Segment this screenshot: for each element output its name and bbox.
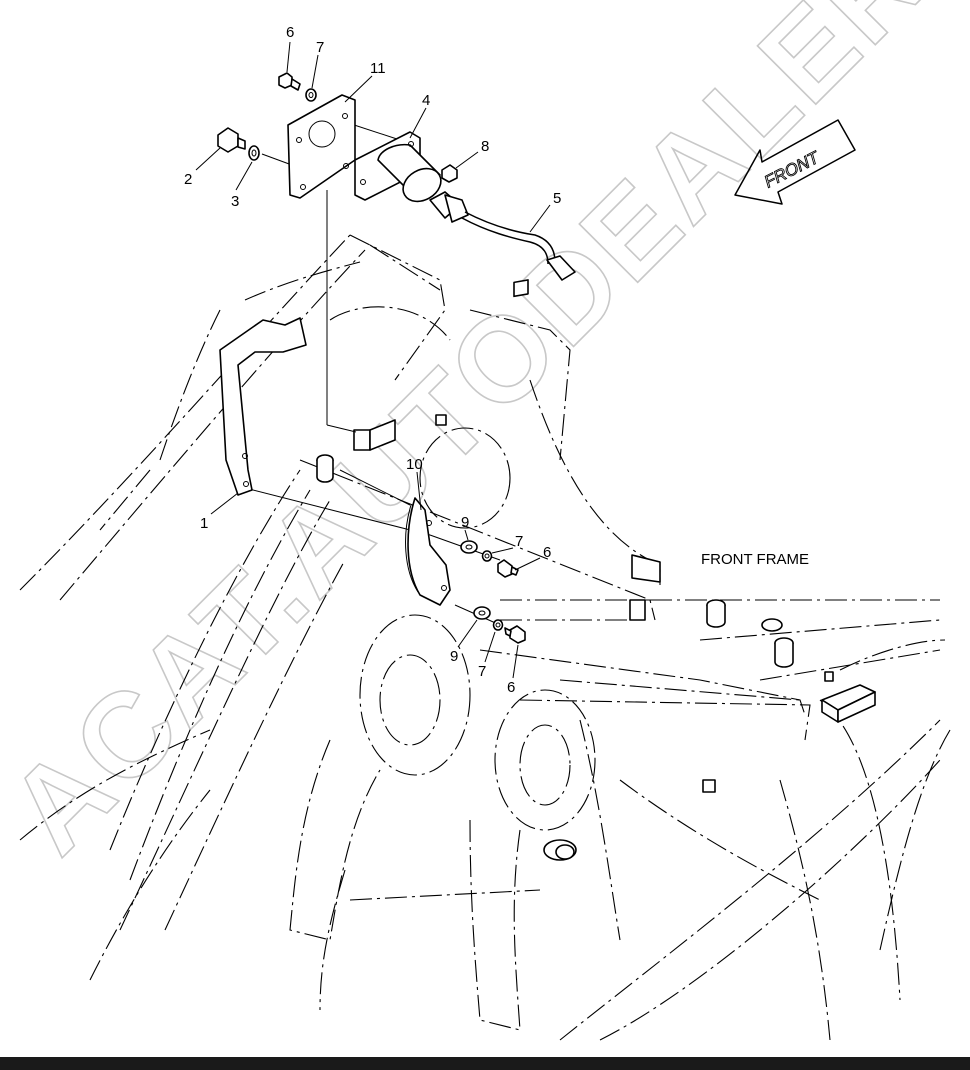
part-11-plate [287,94,356,199]
callout-7-low: 7 [478,663,486,680]
part-5-harness [429,191,576,281]
callout-4: 4 [422,92,430,109]
part-6-bolt-mid [497,559,519,578]
callout-numbers: 6 7 11 4 8 5 2 3 1 10 9 7 6 9 7 6 [184,24,561,696]
callout-2: 2 [184,171,192,188]
callout-1: 1 [200,515,208,532]
part-6-bolt-top [278,72,301,91]
callout-11: 11 [370,60,386,77]
part-7-washer-top [305,88,317,102]
callout-10: 10 [406,456,423,473]
part-9-washer-lower [473,606,491,620]
part-10-bracket [405,497,451,606]
callout-7-top: 7 [316,39,324,56]
callout-6-low: 6 [507,679,515,696]
part-9-washer-upper [460,540,478,554]
callout-9-upper: 9 [461,514,469,531]
watermark-text: ACAT.AUTODEALER.RU [0,0,970,879]
part-8-nut [441,164,458,183]
callout-7-mid: 7 [515,533,523,550]
callout-leaders [195,41,551,679]
part-7-washer-low [492,619,504,631]
watermark: ACAT.AUTODEALER.RU [0,0,970,879]
part-1-bracket [219,317,307,496]
callout-6-mid: 6 [543,544,551,561]
part-7-washer-mid [481,550,493,562]
callout-8: 8 [481,138,489,155]
callout-9-lower: 9 [450,648,458,665]
callout-5: 5 [553,190,561,207]
part-4-sensor [354,131,442,203]
part-2-bolt [217,127,246,153]
frame-lugs [316,279,876,861]
part-6-bolt-low [504,625,526,644]
callout-6-top: 6 [286,24,294,41]
part-3-washer [248,145,260,161]
front-frame-outline [19,234,951,1041]
callout-3: 3 [231,193,239,210]
bottom-border-bar [0,1057,970,1070]
front-frame-label: FRONT FRAME [701,551,809,568]
